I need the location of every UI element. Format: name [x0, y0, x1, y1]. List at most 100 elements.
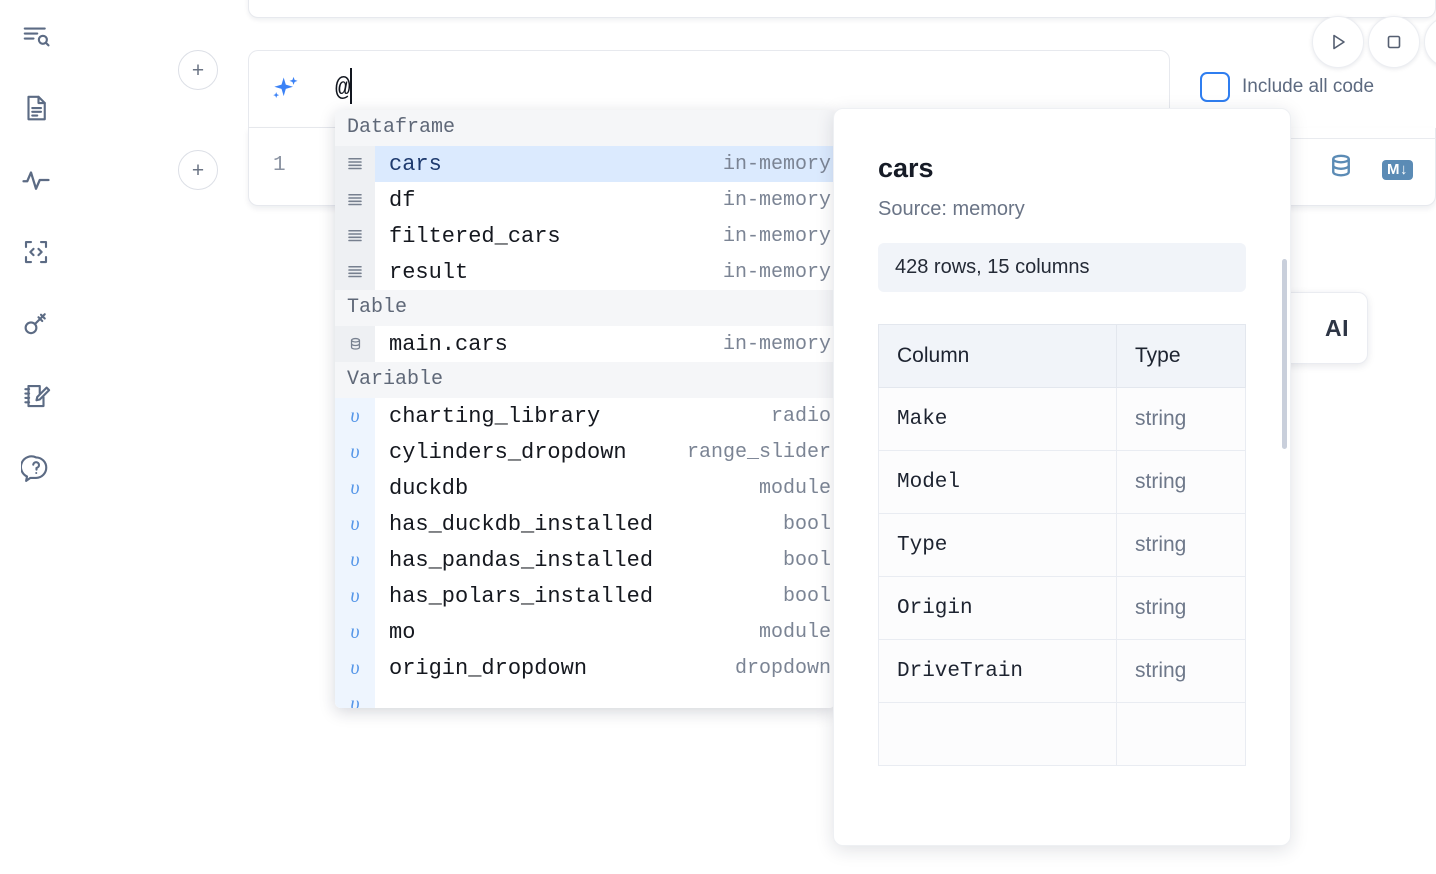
editor-divider: [1180, 138, 1436, 139]
doc-column-type: [1116, 702, 1246, 766]
autocomplete-item-type: range_slider: [686, 440, 831, 464]
key-icon[interactable]: [14, 302, 58, 346]
completion-doc-panel: cars Source: memory 428 rows, 15 columns…: [833, 108, 1291, 846]
variable-icon: υ: [335, 470, 375, 506]
variable-icon: υ: [335, 398, 375, 434]
text-caret: [350, 68, 352, 104]
autocomplete-item-name: has_pandas_installed: [389, 547, 654, 573]
variable-icon: υ: [335, 578, 375, 614]
autocomplete-group-header: Variable: [335, 362, 835, 398]
autocomplete-item[interactable]: υ: [335, 686, 835, 708]
variable-icon: υ: [335, 542, 375, 578]
add-cell-above-button[interactable]: +: [178, 50, 218, 90]
left-icon-rail: [0, 0, 72, 874]
autocomplete-item-body: has_pandas_installed bool: [375, 542, 835, 578]
autocomplete-item-name: charting_library: [389, 403, 601, 429]
stop-button[interactable]: [1368, 16, 1420, 68]
dataframe-icon: [335, 218, 375, 254]
autocomplete-item-body: cars in-memory: [375, 146, 835, 182]
activity-icon[interactable]: [14, 158, 58, 202]
dataframe-icon: [335, 254, 375, 290]
include-all-code-label: Include all code: [1242, 76, 1375, 97]
doc-source: Source: memory: [878, 198, 1025, 220]
autocomplete-item-name: main.cars: [389, 331, 508, 357]
previous-cell[interactable]: [248, 0, 1436, 18]
doc-column-type: string: [1116, 639, 1246, 703]
autocomplete-item-type: bool: [782, 548, 831, 572]
autocomplete-item-body: cylinders_dropdown range_slider: [375, 434, 835, 470]
autocomplete-item-name: cylinders_dropdown: [389, 439, 627, 465]
doc-column-name: [878, 702, 1117, 766]
code-snippet-icon[interactable]: [14, 230, 58, 274]
autocomplete-item-body: origin_dropdown dropdown: [375, 650, 835, 686]
doc-column-type: string: [1116, 576, 1246, 640]
doc-column-name: Model: [878, 450, 1117, 514]
autocomplete-item-type: dropdown: [734, 656, 831, 680]
variable-icon: υ: [335, 614, 375, 650]
variable-icon: υ: [335, 506, 375, 542]
line-number: 1: [273, 154, 286, 177]
autocomplete-item[interactable]: υ origin_dropdown dropdown: [335, 650, 835, 686]
autocomplete-item-body: [375, 686, 835, 708]
variable-icon: υ: [335, 434, 375, 470]
autocomplete-item[interactable]: result in-memory: [335, 254, 835, 290]
autocomplete-item-name: origin_dropdown: [389, 655, 588, 681]
explore-outline-icon[interactable]: [14, 14, 58, 58]
autocomplete-item-type: radio: [770, 404, 831, 428]
doc-title: cars: [878, 153, 934, 183]
autocomplete-item[interactable]: υ cylinders_dropdown range_slider: [335, 434, 835, 470]
autocomplete-item-type: in-memory: [722, 188, 831, 212]
autocomplete-item-type: in-memory: [722, 260, 831, 284]
scratchpad-icon[interactable]: [14, 374, 58, 418]
document-icon[interactable]: [14, 86, 58, 130]
autocomplete-item-body: result in-memory: [375, 254, 835, 290]
autocomplete-item[interactable]: df in-memory: [335, 182, 835, 218]
add-cell-below-button[interactable]: +: [178, 150, 218, 190]
autocomplete-item[interactable]: υ has_pandas_installed bool: [335, 542, 835, 578]
doc-column-type: string: [1116, 387, 1246, 451]
autocomplete-item[interactable]: υ charting_library radio: [335, 398, 835, 434]
database-icon[interactable]: [1326, 152, 1356, 187]
sparkle-icon: [269, 74, 301, 106]
ai-prompt-input[interactable]: @: [335, 73, 352, 103]
include-all-code-checkbox[interactable]: [1200, 72, 1230, 102]
autocomplete-item[interactable]: cars in-memory: [335, 146, 835, 182]
more-options-button[interactable]: [1424, 16, 1436, 68]
autocomplete-item-body: charting_library radio: [375, 398, 835, 434]
markdown-icon[interactable]: M↓: [1382, 159, 1413, 180]
variable-icon: υ: [335, 686, 375, 708]
autocomplete-item-name: filtered_cars: [389, 223, 561, 249]
table-db-icon: [335, 326, 375, 362]
doc-table-row: [878, 702, 1246, 766]
run-button[interactable]: [1312, 16, 1364, 68]
autocomplete-item-name: result: [389, 259, 469, 285]
autocomplete-item-name: has_duckdb_installed: [389, 511, 654, 537]
autocomplete-item-name: df: [389, 187, 416, 213]
doc-table-header-cell: Column: [878, 324, 1117, 388]
autocomplete-item-type: in-memory: [722, 152, 831, 176]
help-chat-icon[interactable]: [14, 446, 58, 490]
include-all-code-row[interactable]: Include all code: [1200, 72, 1374, 102]
doc-scrollbar[interactable]: [1282, 259, 1287, 449]
autocomplete-item-name: cars: [389, 151, 442, 177]
variable-icon: υ: [335, 650, 375, 686]
doc-column-name: Type: [878, 513, 1117, 577]
autocomplete-item-type: module: [758, 620, 831, 644]
